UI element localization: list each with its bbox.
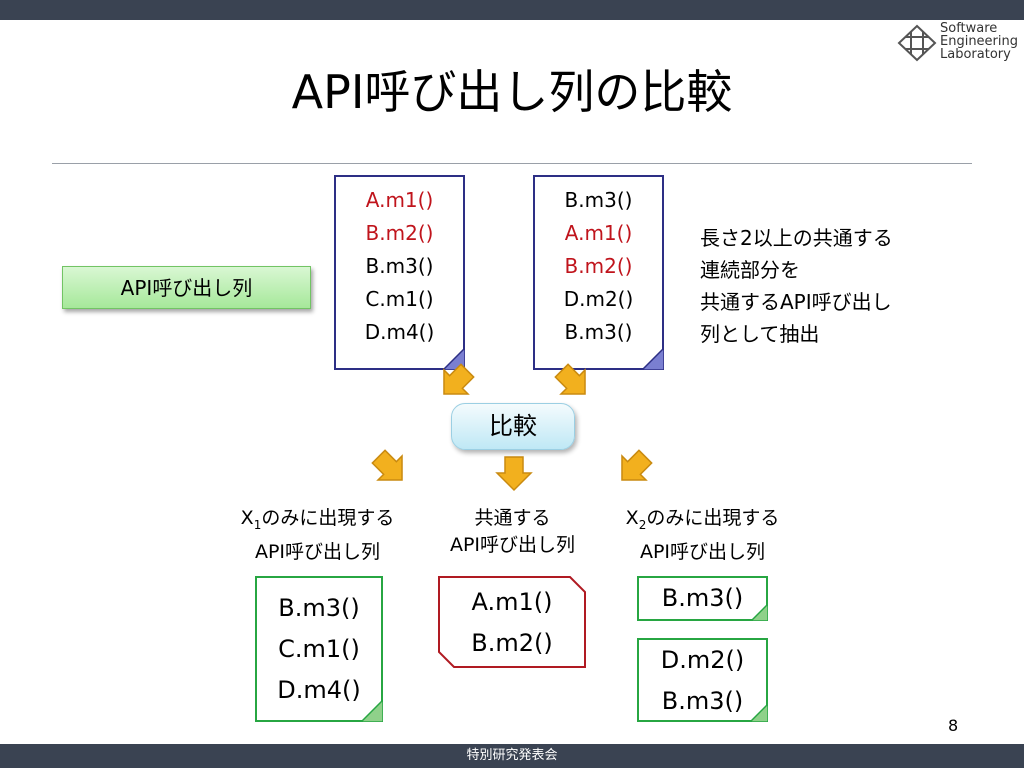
caption-x1-only: X1のみに出現する API呼び出し列 [240, 507, 395, 563]
seq2-item: B.m2() [564, 254, 633, 278]
result-item: D.m2() [660, 646, 745, 674]
footer-bar: 特別研究発表会 [0, 744, 1024, 768]
seq1-item: B.m2() [365, 221, 434, 245]
seq2-item: D.m2() [563, 287, 634, 311]
result-x1-only: B.m3() C.m1() D.m4() [255, 576, 383, 722]
page-fold-icon [750, 704, 768, 722]
top-bar [0, 0, 1024, 20]
result-common: A.m1() B.m2() [438, 582, 586, 664]
page-fold-icon [642, 348, 664, 370]
page-number: 8 [948, 716, 959, 735]
result-item: C.m1() [278, 635, 360, 663]
page-fold-icon [751, 604, 768, 621]
arrow-down-left-icon [365, 443, 415, 493]
sequence-doc-1: A.m1() B.m2() B.m3() C.m1() D.m4() [334, 175, 465, 370]
caption-x2-only: X2のみに出現する API呼び出し列 [625, 507, 780, 563]
result-x2-only-b: D.m2() B.m3() [637, 638, 768, 722]
seq1-item: A.m1() [365, 188, 434, 212]
result-common-frame [438, 576, 586, 668]
seq1-item: B.m3() [365, 254, 434, 278]
lab-logo-icon [897, 24, 937, 62]
result-item: B.m3() [661, 584, 744, 612]
seq2-item: A.m1() [564, 221, 633, 245]
extraction-note: 長さ2以上の共通する 連続部分を 共通するAPI呼び出し 列として抽出 [700, 226, 893, 346]
result-item: D.m4() [277, 676, 361, 704]
lab-logo-text: Software Engineering Laboratory [940, 21, 1018, 62]
slide-title: API呼び出し列の比較 [291, 65, 733, 119]
caption-common: 共通する API呼び出し列 [449, 507, 576, 556]
arrow-down-right-icon [609, 443, 659, 493]
result-item: B.m3() [661, 687, 744, 715]
page-fold-icon [443, 348, 465, 370]
page-fold-icon [361, 700, 383, 722]
seq1-item: C.m1() [365, 287, 434, 311]
arrow-down-icon [496, 456, 532, 491]
api-sequence-label: API呼び出し列 [62, 266, 311, 309]
result-item: B.m3() [278, 594, 360, 622]
compare-label: 比較 [451, 403, 575, 450]
seq2-item: B.m3() [564, 320, 633, 344]
result-item: A.m1() [471, 588, 553, 616]
seq2-item: B.m3() [564, 188, 633, 212]
title-divider [52, 163, 972, 164]
sequence-doc-2: B.m3() A.m1() B.m2() D.m2() B.m3() [533, 175, 664, 370]
seq1-item: D.m4() [364, 320, 435, 344]
result-x2-only-a: B.m3() [637, 576, 768, 621]
result-item: B.m2() [471, 629, 553, 657]
